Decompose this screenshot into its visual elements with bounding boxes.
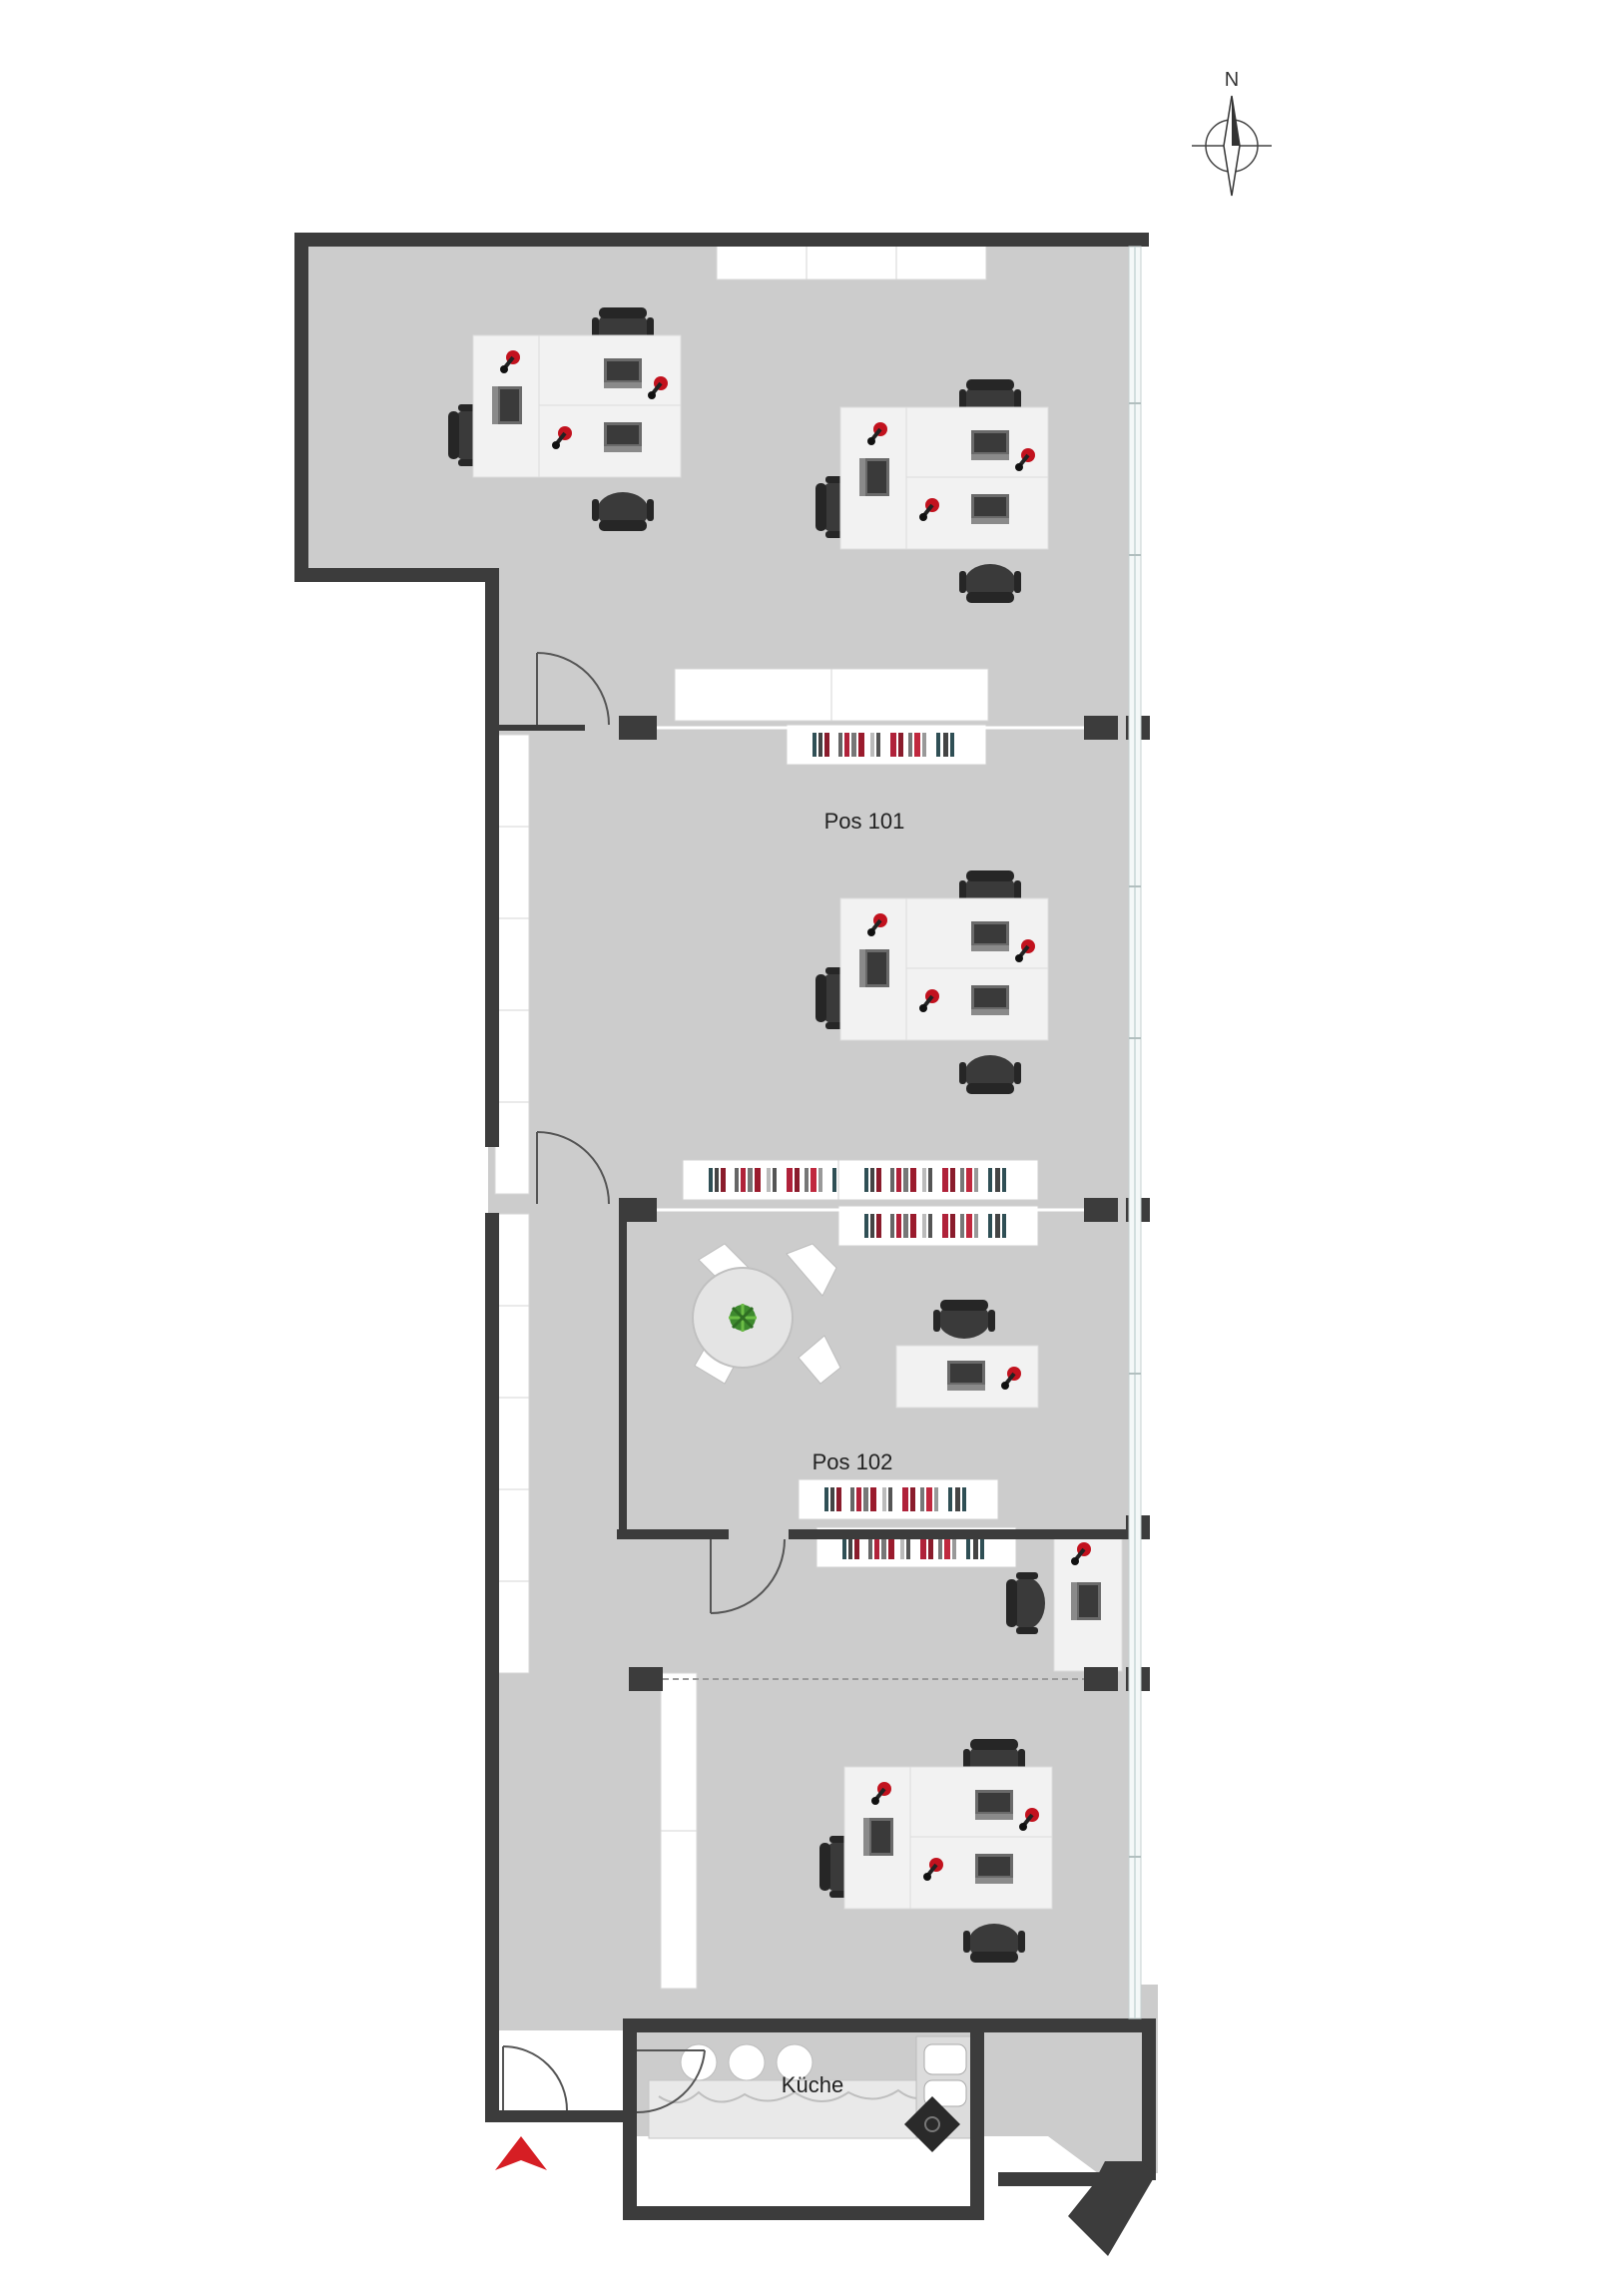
window-wall <box>1128 246 1142 2019</box>
room-label-kitchen: Küche <box>782 2072 843 2097</box>
plant-icon <box>729 1304 757 1332</box>
door-lower <box>710 1538 786 1614</box>
furniture <box>448 245 1123 2152</box>
door-kitchen <box>636 2049 706 2114</box>
corridor-cabinets <box>494 734 530 1674</box>
south-cabinets <box>660 1672 698 1990</box>
kitchen-fixtures <box>648 2035 977 2152</box>
glass-partitions <box>657 726 1084 1680</box>
door-entrance <box>502 2045 568 2111</box>
door-pos102 <box>536 1131 610 1205</box>
doors <box>502 652 786 2114</box>
window-desk <box>1006 1530 1123 1672</box>
entrance-arrow-icon <box>495 2136 547 2170</box>
top-cabinets <box>716 245 987 281</box>
round-table <box>692 1243 841 1385</box>
room-label-pos101: Pos 101 <box>824 809 905 834</box>
north-label: N <box>1225 69 1239 91</box>
single-desk <box>895 1300 1039 1409</box>
door-pos101 <box>536 652 610 726</box>
north-compass: N <box>1192 69 1272 197</box>
room-label-pos102: Pos 102 <box>812 1449 893 1474</box>
mid-cabinets <box>674 668 989 722</box>
